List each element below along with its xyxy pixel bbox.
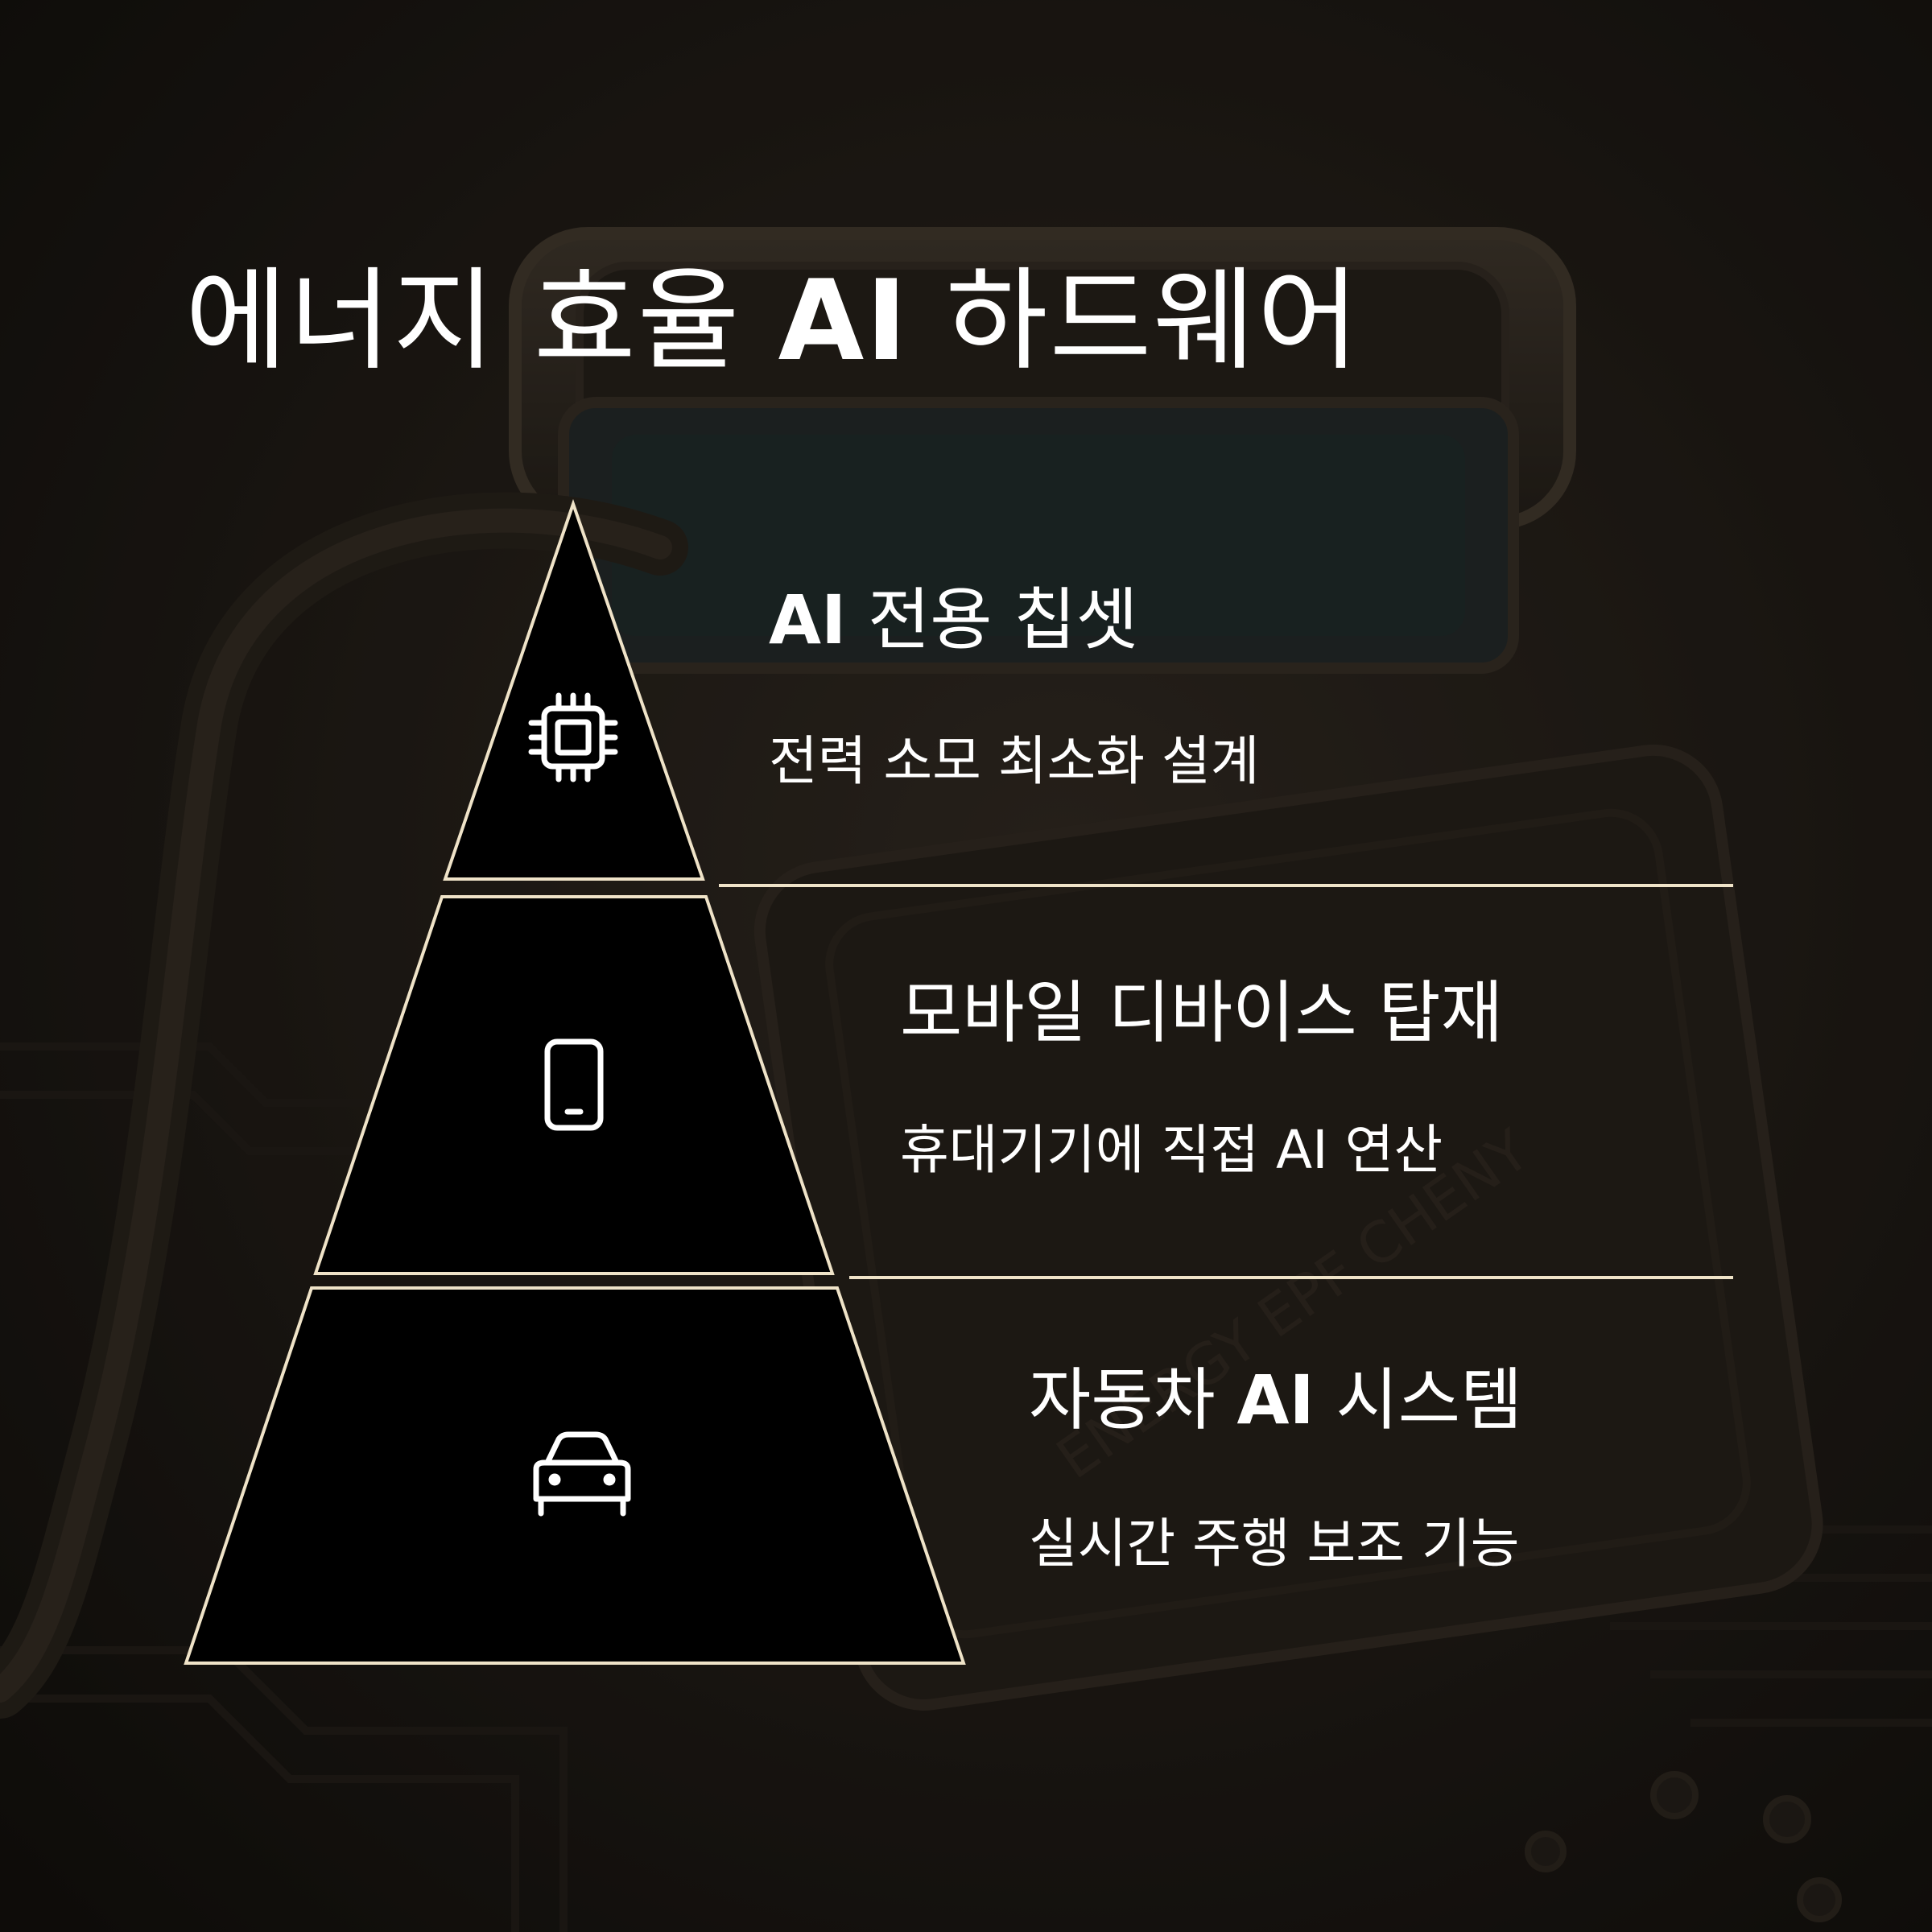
tier-2-subtitle: 휴대기기에 직접 AI 연산	[900, 1124, 1443, 1177]
tier-1-title-rest: 전용 칩셋	[868, 580, 1138, 659]
title-bold-ai: AI	[778, 256, 909, 386]
title-part-1: 에너지 효율	[185, 256, 741, 386]
tier-1-title-bold: AI	[769, 580, 846, 659]
tier-3-subtitle: 실시간 주행 보조 기능	[1029, 1517, 1519, 1571]
page-title: 에너지 효율 AI 하드웨어	[185, 266, 1360, 377]
tier-3-title: 자동차 AI 시스템	[1029, 1366, 1522, 1434]
tier-3-title-pre: 자동차	[1029, 1360, 1216, 1439]
tier-3-shape	[186, 1288, 964, 1663]
tier-2-title: 모바일 디바이스 탑재	[900, 979, 1503, 1046]
tier-1-title: AI 전용 칩셋	[769, 586, 1138, 654]
title-part-2: 하드웨어	[946, 256, 1361, 386]
tier-1-shape	[445, 504, 703, 879]
tier-2-shape	[316, 897, 832, 1274]
tier-1-subtitle: 전력 소모 최소화 설계	[769, 735, 1259, 788]
tier-3-title-bold: AI	[1237, 1360, 1315, 1439]
tier-3-title-rest: 시스템	[1336, 1360, 1523, 1439]
